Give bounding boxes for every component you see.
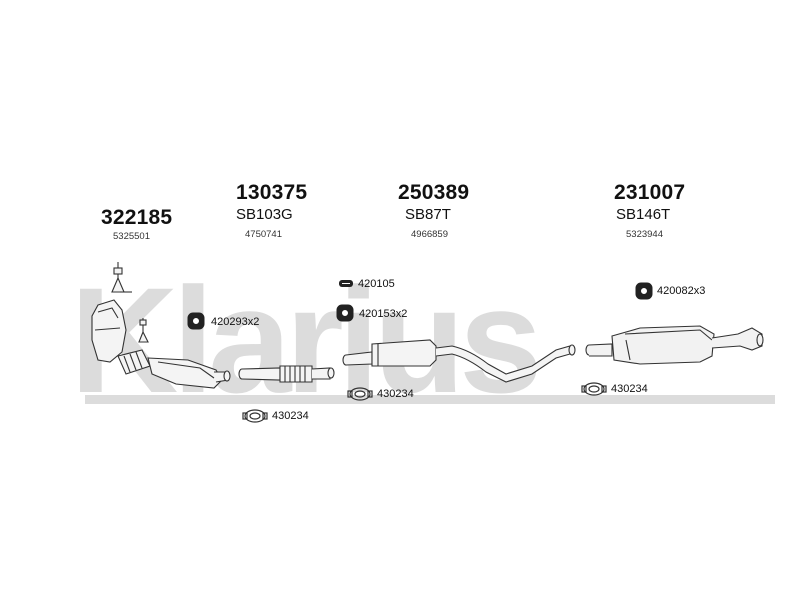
- front-pipe-catalyst-part: [91, 262, 231, 389]
- fitting-label-430234-c: 430234: [611, 383, 648, 395]
- part-number-130375: 130375: [236, 181, 308, 204]
- clamp-ring-icon: [347, 387, 373, 401]
- clamp-ring-icon: [242, 409, 268, 423]
- oem-ref-231007: 5323944: [626, 229, 663, 240]
- rubber-mount-icon: [187, 312, 205, 330]
- part-number-231007: 231007: [614, 181, 686, 204]
- center-silencer-part: [342, 339, 576, 383]
- rubber-mount-icon: [336, 304, 354, 322]
- oem-ref-250389: 4966859: [411, 229, 448, 240]
- part-code-sb146t: SB146T: [616, 206, 671, 223]
- oem-ref-322185: 5325501: [113, 231, 150, 242]
- part-code-sb87t: SB87T: [405, 206, 451, 223]
- fitting-label-420105: 420105: [358, 278, 395, 290]
- rear-silencer-part: [585, 325, 764, 365]
- klarius-watermark-logo: Klarius: [70, 256, 775, 424]
- part-code-sb103g: SB103G: [236, 206, 293, 223]
- part-number-250389: 250389: [398, 181, 470, 204]
- fitting-label-420082x3: 420082x3: [657, 285, 706, 297]
- part-number-322185: 322185: [101, 206, 173, 229]
- fitting-label-430234-a: 430234: [272, 410, 309, 422]
- fitting-label-420293x2: 420293x2: [211, 316, 260, 328]
- oem-ref-130375: 4750741: [245, 229, 282, 240]
- rubber-mount-icon: [635, 282, 653, 300]
- intermediate-pipe-part: [238, 365, 335, 383]
- fitting-label-430234-b: 430234: [377, 388, 414, 400]
- fitting-label-420153x2: 420153x2: [359, 308, 408, 320]
- bolt-icon: [339, 280, 353, 287]
- clamp-ring-icon: [581, 382, 607, 396]
